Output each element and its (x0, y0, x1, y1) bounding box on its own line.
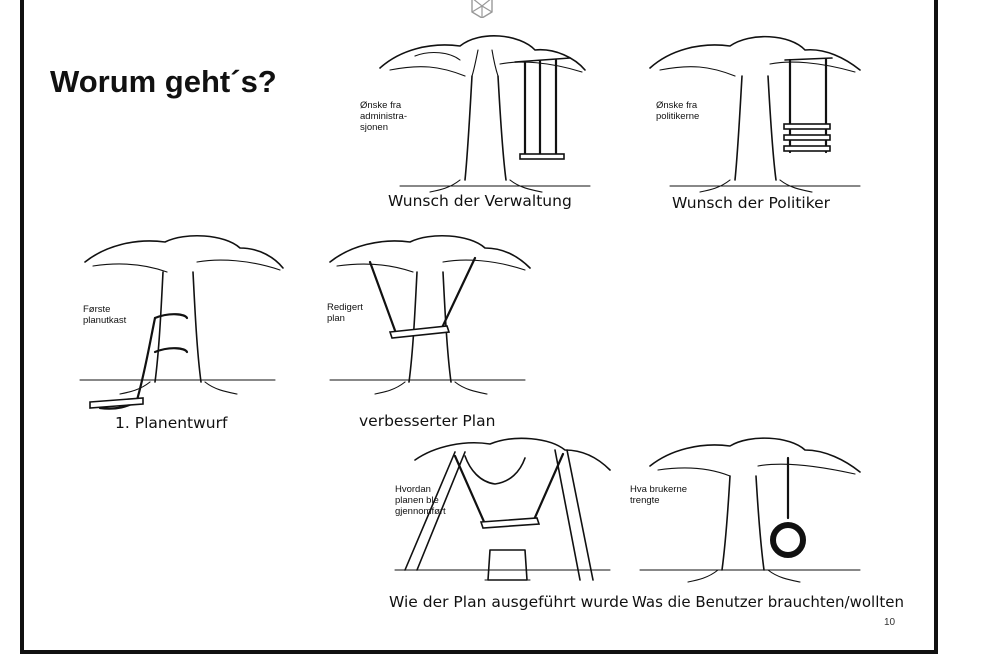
logo-icon (466, 0, 498, 18)
tree-rope-tied-to-trunk-illustration (75, 232, 290, 437)
panel-caption: Was die Benutzer brauchten/wollten (632, 593, 904, 611)
panel-caption: verbesserter Plan (359, 412, 495, 430)
panel-caption: 1. Planentwurf (115, 414, 227, 432)
panel-verbesserter-plan: Redigert plan verbesserter Plan (325, 232, 540, 437)
panel-caption: Wunsch der Verwaltung (388, 192, 572, 210)
panel-planentwurf: Første planutkast 1. Planentwurf (75, 232, 290, 437)
panel-caption: Wunsch der Politiker (672, 194, 830, 212)
panel-note: Første planutkast (83, 304, 126, 326)
panel-verwaltung: Ønske fra administra- sjonen Wunsch der … (360, 20, 610, 220)
panel-note: Redigert plan (327, 302, 363, 324)
page-number: 10 (884, 617, 895, 628)
slide-title: Worum geht´s? (50, 64, 277, 100)
panel-note: Hvordan planen ble gjennomført (395, 484, 446, 517)
panel-caption: Wie der Plan ausgeführt wurde (389, 593, 629, 611)
cut-tree-with-posts-illustration (385, 430, 620, 615)
panel-note: Ønske fra politikerne (656, 100, 699, 122)
tree-tire-swing-illustration (630, 430, 905, 615)
panel-ausgefuehrt: Hvordan planen ble gjennomført Wie der P… (385, 430, 620, 615)
panel-note: Hva brukerne trengte (630, 484, 687, 506)
tree-seat-wrapped-trunk-illustration (325, 232, 540, 437)
panel-politiker: Ønske fra politikerne Wunsch der Politik… (640, 20, 890, 220)
panel-note: Ønske fra administra- sjonen (360, 100, 407, 133)
panel-benutzer: Hva brukerne trengte Was die Benutzer br… (630, 430, 905, 615)
